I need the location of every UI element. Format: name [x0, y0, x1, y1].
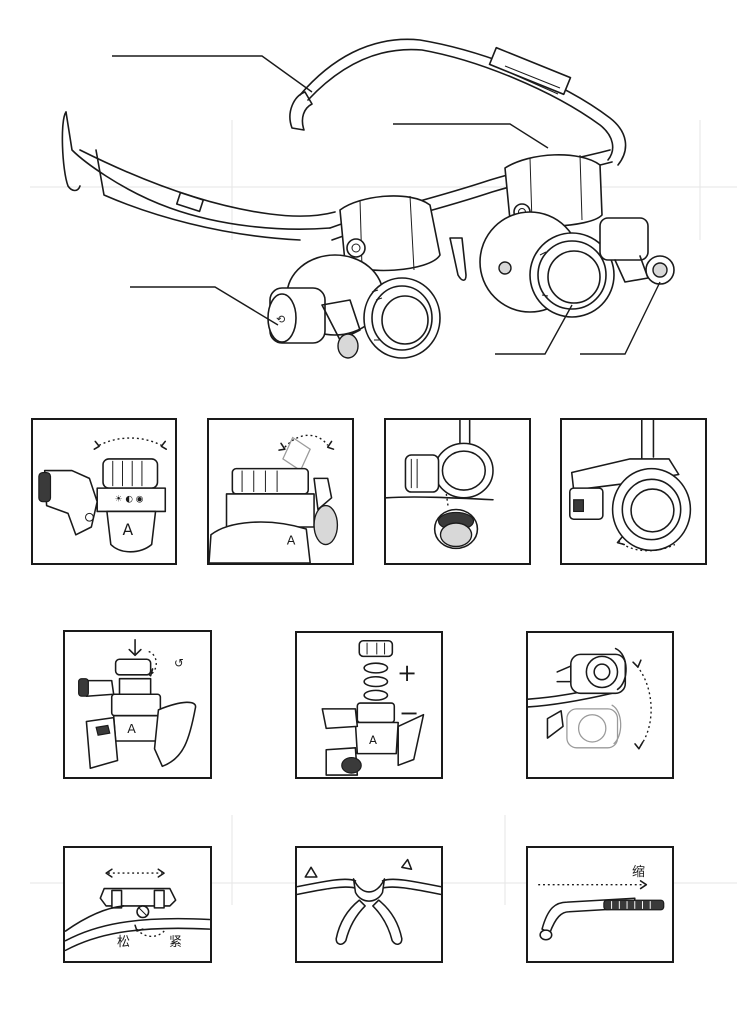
svg-text:A: A — [287, 533, 296, 548]
battery-1 — [363, 662, 389, 674]
panel-cap-unscrew: ↺ A — [63, 630, 212, 779]
panel-lens-removal — [384, 418, 531, 565]
temple-slider — [603, 899, 665, 911]
panel-head-rotation: A — [207, 418, 354, 565]
bridge-center — [352, 878, 386, 902]
svg-text:↺: ↺ — [174, 656, 184, 670]
svg-text:A: A — [369, 733, 377, 747]
far-temple-slider — [488, 46, 572, 96]
right-main-lens — [529, 232, 615, 318]
light-arm-down-ghost — [566, 704, 622, 749]
panel-battery-insertion: A + − — [295, 631, 443, 779]
right-light-unit — [599, 217, 649, 261]
rotating-lens-ring — [611, 467, 692, 552]
battery-cap — [114, 658, 152, 676]
panel-temple-retract: 缩 — [526, 846, 674, 963]
adjust-knob — [102, 458, 159, 489]
main-headset-illustration: ⟲ — [61, 38, 675, 359]
loosen-label: 松 — [117, 935, 131, 950]
battery-2 — [363, 676, 389, 688]
top-cap — [358, 640, 394, 658]
nose-pad-right — [372, 899, 403, 945]
svg-text:⟲: ⟲ — [276, 313, 285, 326]
panel-light-head-swivel: A ☀ ◐ ◉ — [31, 418, 177, 565]
nose-pad-left — [335, 899, 366, 945]
svg-text:A: A — [127, 721, 136, 736]
panel-light-arm-flip — [526, 631, 674, 779]
panel-lens-ring-rotation — [560, 418, 707, 565]
battery-3 — [363, 689, 389, 701]
near-temple-arm — [65, 111, 331, 230]
far-temple-arm — [299, 38, 627, 166]
panel-nose-pad — [295, 846, 443, 963]
lens-mark-a: A — [122, 521, 133, 539]
panel-bridge-loosen-tighten: 松 紧 — [63, 846, 212, 963]
left-pivot-screw — [346, 238, 366, 258]
tighten-label: 紧 — [169, 935, 183, 950]
retract-label: 缩 — [632, 865, 646, 880]
minus-sign: − — [399, 699, 420, 727]
callout-lines — [112, 55, 661, 355]
plus-sign: + — [397, 659, 418, 687]
svg-text:☀ ◐ ◉: ☀ ◐ ◉ — [115, 495, 144, 505]
